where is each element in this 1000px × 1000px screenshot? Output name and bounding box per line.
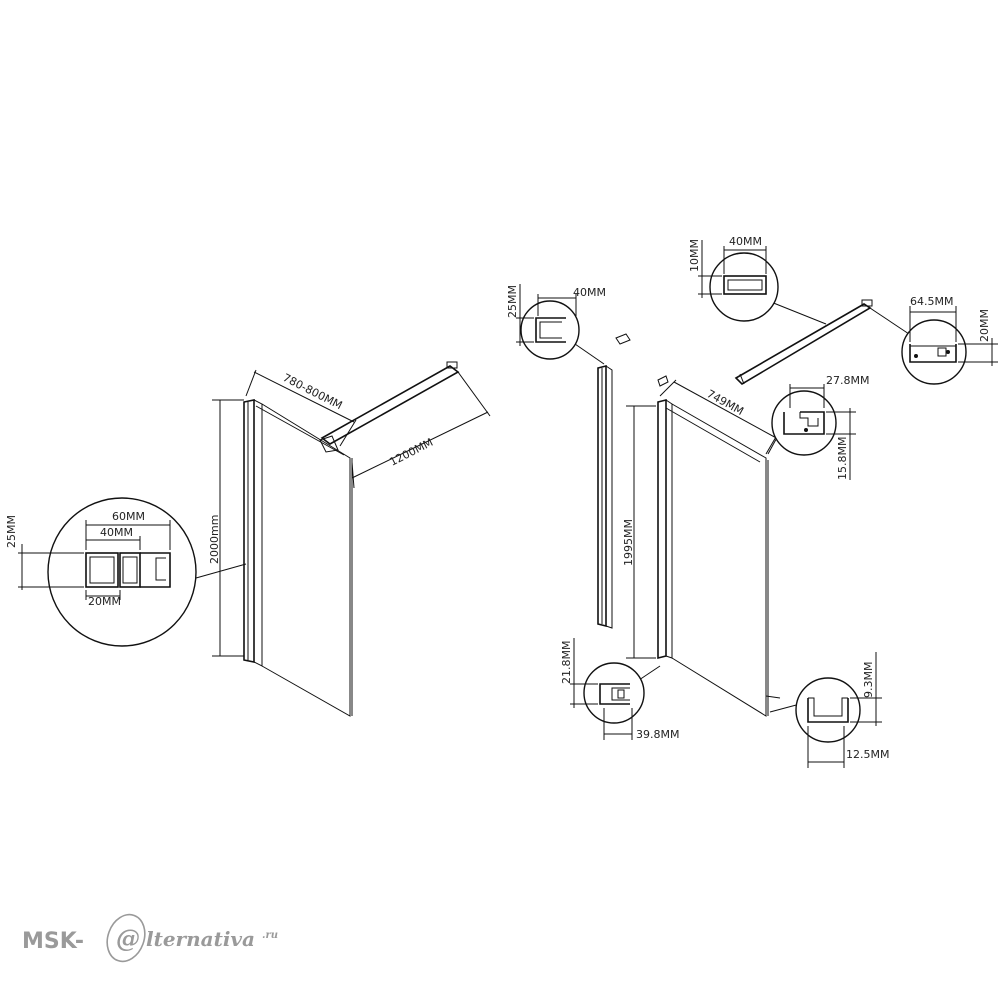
left-panel-height-label: 2000mm [208, 515, 221, 564]
left-detail-40-label: 40MM [100, 526, 133, 539]
bottom-profile-right-detail: 9.3MM 12.5MM [795, 652, 889, 768]
bracket-profile-h-label: 20MM [978, 309, 991, 342]
top-profile-detail: 40MM 25MM [506, 284, 606, 365]
left-detail-20-label: 20MM [88, 595, 121, 608]
left-bar-length-label: 1200MM [387, 436, 435, 469]
bracket-profile-w-label: 64.5MM [910, 295, 953, 308]
left-detail-60-label: 60MM [112, 510, 145, 523]
left-wall-profile-detail: 25MM 60MM 40MM 20MM [5, 497, 197, 647]
watermark-logo: MSK- @ lternativa .ru [22, 913, 278, 963]
right-panel-height-label: 1995MM [622, 519, 635, 566]
bracket-profile-detail: 64.5MM 20MM [901, 295, 998, 385]
watermark-at: @ [116, 924, 140, 953]
top-profile-h-label: 25MM [506, 285, 519, 318]
bottom-left-w-label: 39.8MM [636, 728, 679, 741]
right-glass-panel: 1995MM 749MM [622, 299, 913, 717]
bar-profile-h-label: 10MM [688, 239, 701, 272]
watermark-prefix: MSK- [22, 929, 84, 954]
clamp-profile-w-label: 27.8MM [826, 374, 869, 387]
clamp-profile-h-label: 15.8MM [836, 437, 849, 480]
watermark-suffix: lternativa [146, 927, 255, 951]
top-profile-w-label: 40MM [573, 286, 606, 299]
left-detail-25-label: 25MM [5, 515, 18, 548]
left-panel-width-label: 780-800MM [281, 371, 345, 412]
bottom-left-h-label: 21.8MM [560, 641, 573, 684]
bottom-right-w-label: 12.5MM [846, 748, 889, 761]
bar-profile-w-label: 40MM [729, 235, 762, 248]
bottom-right-h-label: 9.3MM [862, 662, 875, 698]
bottom-profile-left-detail: 21.8MM 39.8MM [560, 638, 679, 741]
watermark-tld: .ru [262, 930, 278, 941]
left-glass-panel: 2000mm 780-800MM 1200MM [195, 361, 491, 717]
vertical-profile-part [597, 333, 669, 629]
clamp-profile-detail: 27.8MM 15.8MM [771, 374, 869, 480]
bar-profile-detail: 40MM 10MM [688, 235, 779, 322]
